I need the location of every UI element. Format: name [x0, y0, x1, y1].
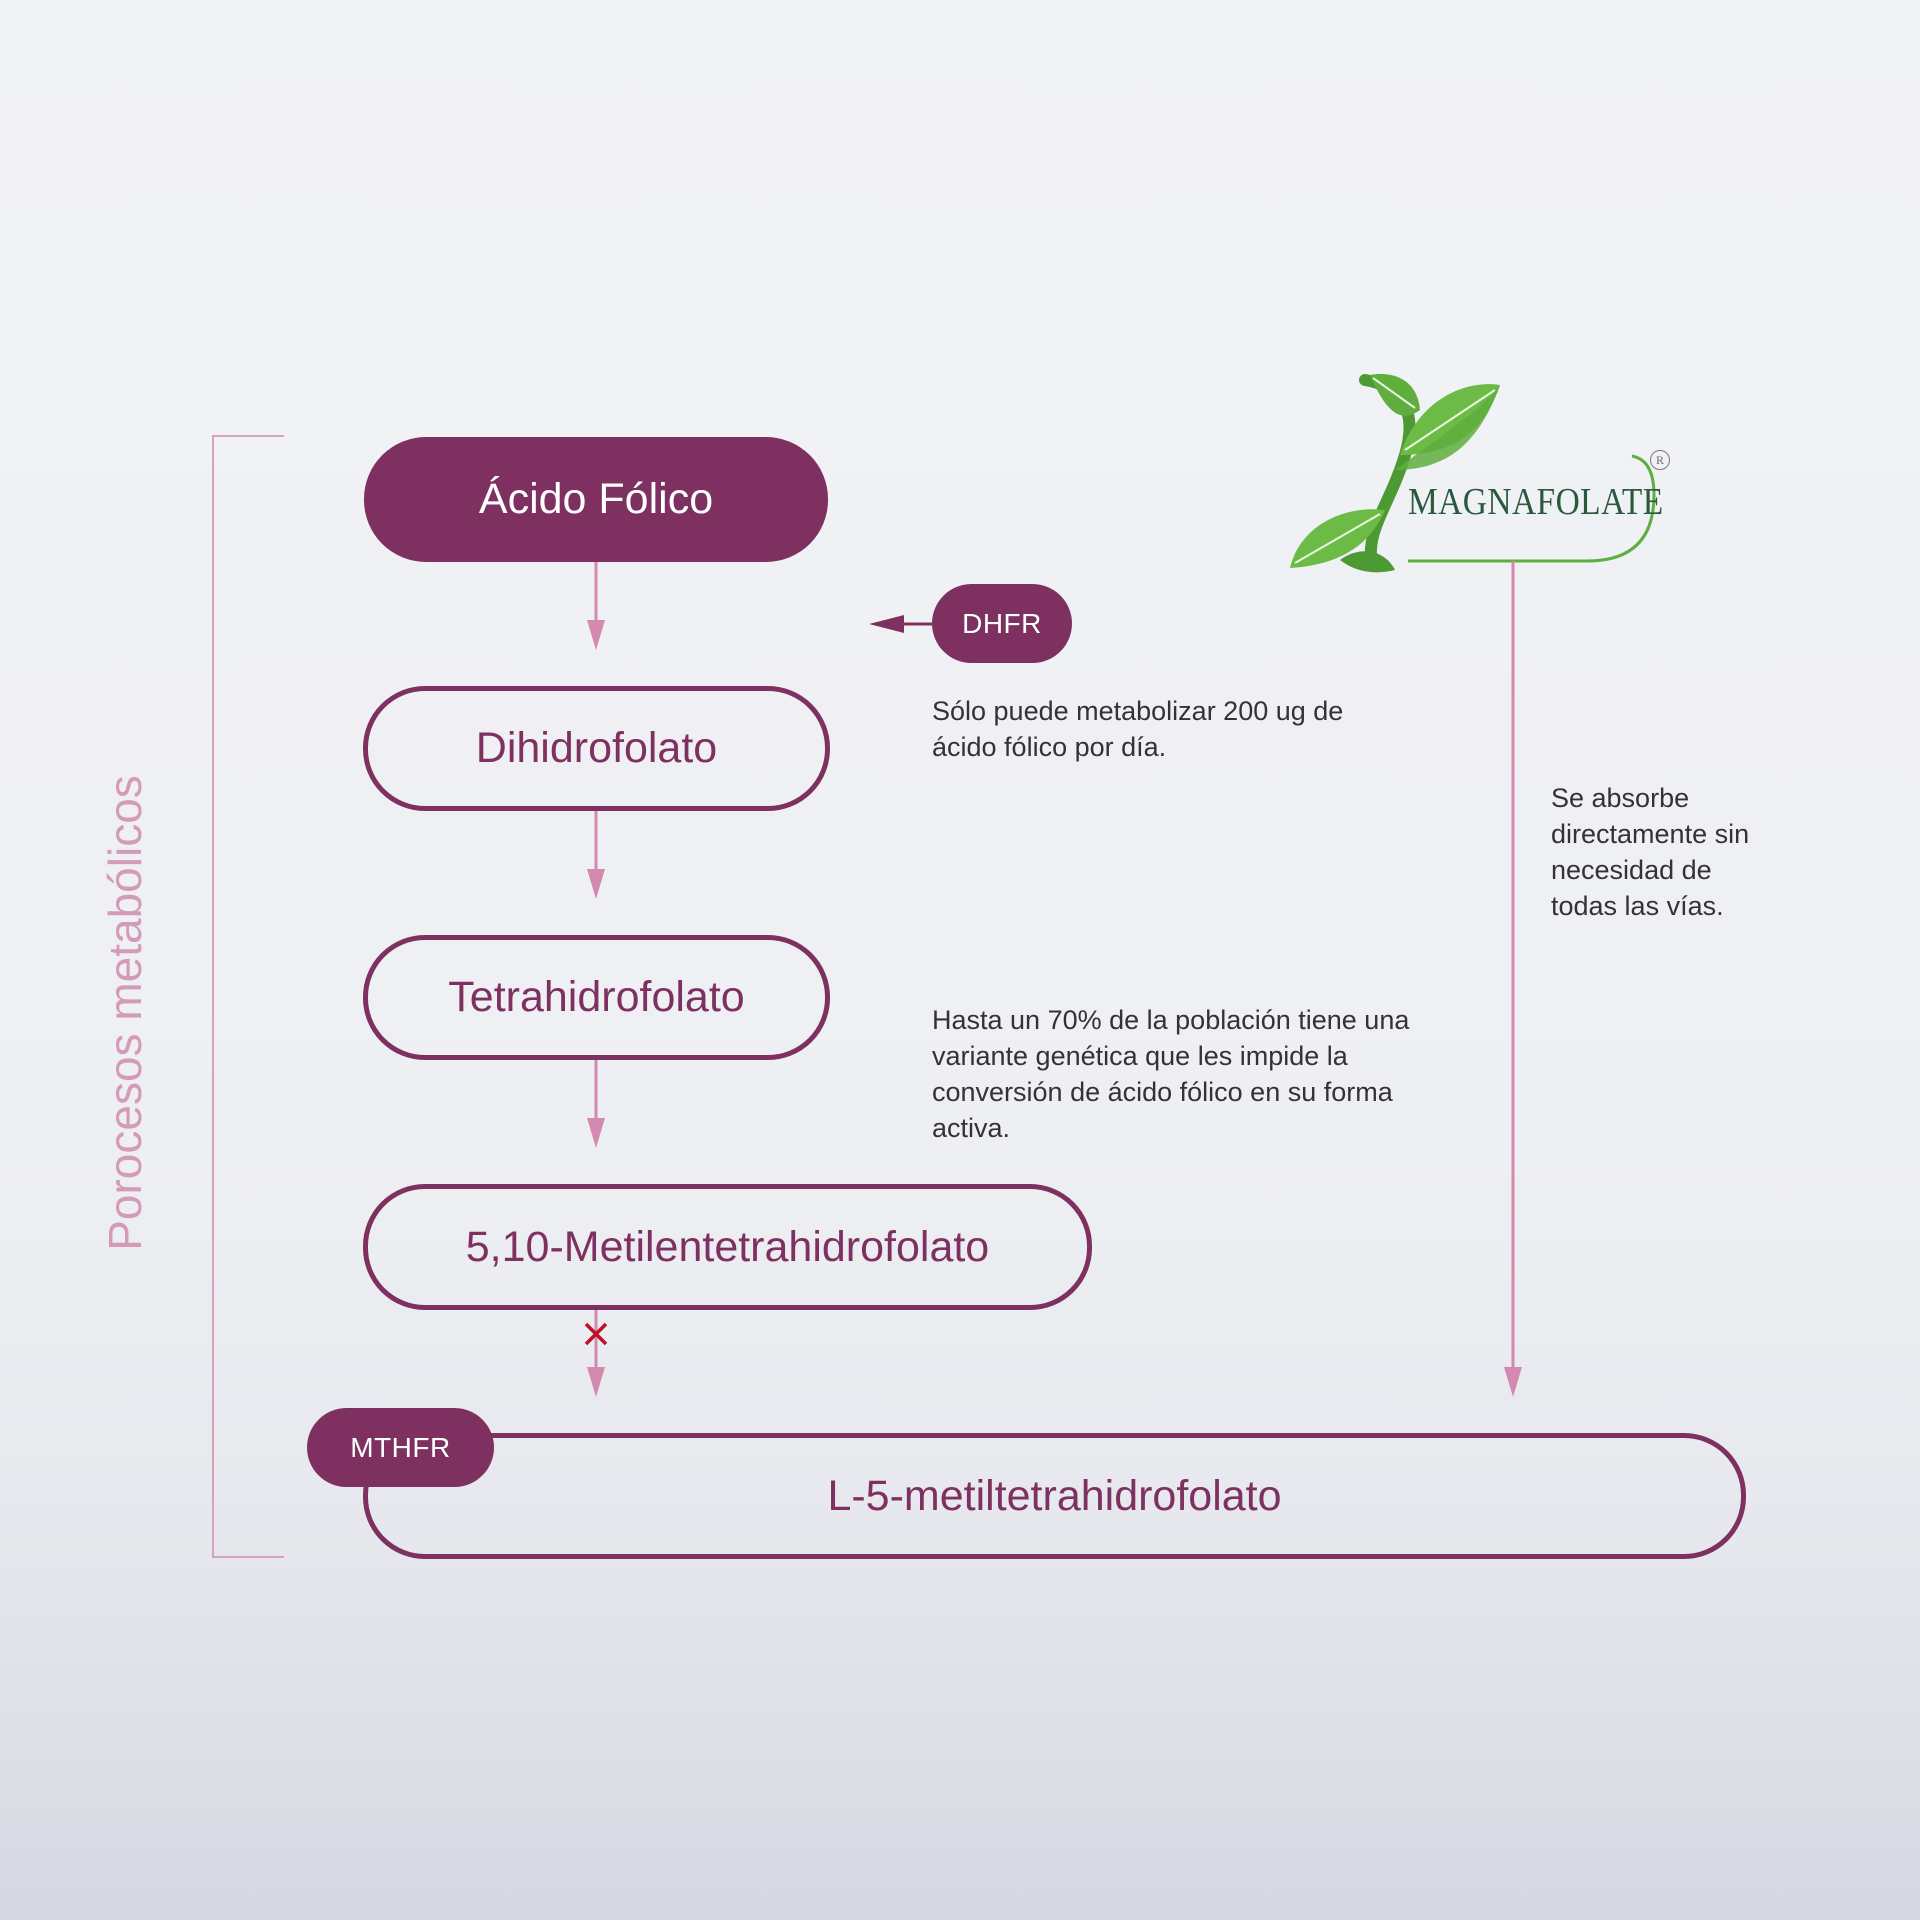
enzyme-mthfr-badge: MTHFR	[307, 1408, 494, 1487]
arrow-magnafolate-direct	[1408, 454, 1656, 1397]
note-dhfr: Sólo puede metabolizar 200 ug de ácido f…	[932, 693, 1343, 765]
note-magnafolate-line: todas las vías.	[1551, 891, 1724, 921]
node-tetrahidrofolato: Tetrahidrofolato	[363, 935, 830, 1060]
side-label: Porocesos metabólicos	[99, 775, 151, 1251]
registered-icon: R	[1650, 450, 1670, 470]
arrow-tetra-to-metilen	[587, 1060, 605, 1148]
node-dihidrofolato: Dihidrofolato	[363, 686, 830, 811]
process-bracket	[212, 435, 284, 1558]
magnafolate-logo-text: MAGNAFOLATE	[1408, 481, 1664, 523]
note-dhfr-line: Sólo puede metabolizar 200 ug de	[932, 696, 1344, 726]
enzyme-dhfr-badge: DHFR	[932, 584, 1072, 663]
note-magnafolate-line: necesidad de	[1551, 855, 1712, 885]
leaf-icon	[1290, 374, 1500, 573]
node-l5-metiltetrahidrofolato: L-5-metiltetrahidrofolato	[363, 1433, 1746, 1559]
note-mthfr-line: activa.	[932, 1113, 1011, 1143]
node-metilentetrahidrofolato: 5,10-Metilentetrahidrofolato	[363, 1184, 1092, 1310]
note-magnafolate-line: directamente sin	[1551, 819, 1750, 849]
arrow-dihidro-to-tetra	[587, 811, 605, 899]
note-magnafolate: Se absorbe directamente sin necesidad de…	[1551, 780, 1749, 924]
arrow-metilen-to-l5	[587, 1310, 605, 1397]
arrow-acido-to-dihidro	[587, 562, 605, 650]
note-mthfr-line: variante genética que les impide la	[932, 1041, 1348, 1071]
note-dhfr-line: ácido fólico por día.	[932, 732, 1167, 762]
node-acido-folico: Ácido Fólico	[364, 437, 828, 562]
arrow-dhfr-pointer	[869, 615, 932, 633]
note-mthfr-line: Hasta un 70% de la población tiene una	[932, 1005, 1410, 1035]
note-mthfr: Hasta un 70% de la población tiene una v…	[932, 1002, 1409, 1146]
note-magnafolate-line: Se absorbe	[1551, 783, 1690, 813]
blocked-x-icon	[584, 1322, 608, 1346]
note-mthfr-line: conversión de ácido fólico en su forma	[932, 1077, 1393, 1107]
